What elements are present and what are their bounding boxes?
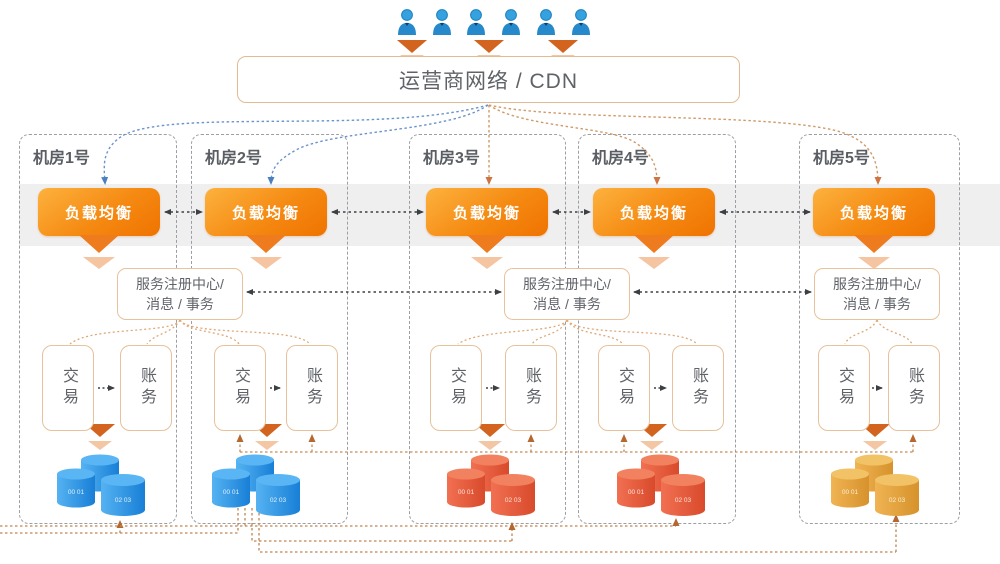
panel-title: 机房5号 — [813, 150, 870, 167]
db-cylinder-icon: 00 01 — [831, 468, 869, 508]
service-box-transaction: 交易 — [430, 345, 482, 431]
registry-label: 消息 / 事务 — [146, 296, 214, 312]
down-arrow-echo-icon — [83, 257, 115, 269]
db-shard-label: 00 01 — [842, 489, 859, 496]
callout-tail-icon — [246, 235, 286, 253]
panel-title: 机房4号 — [592, 150, 649, 167]
down-arrow-icon — [475, 424, 505, 437]
db-shard-label: 02 03 — [115, 497, 132, 504]
cdn-label: 运营商网络 / CDN — [399, 69, 578, 93]
load-balancer: 负载均衡 — [205, 188, 327, 236]
db-cluster: 00 01 02 03 — [831, 454, 919, 516]
service-label: 交易 — [616, 367, 633, 409]
load-balancer-label: 负载均衡 — [231, 204, 300, 222]
db-cylinder-icon: 00 01 — [57, 468, 95, 508]
down-arrow-echo-icon — [638, 257, 670, 269]
registry-label: 服务注册中心/ — [136, 275, 224, 292]
registry-label: 服务注册中心/ — [833, 275, 921, 292]
db-shard-label: 02 03 — [270, 497, 287, 504]
registry-label: 消息 / 事务 — [843, 296, 911, 312]
load-balancer: 负载均衡 — [813, 188, 935, 236]
load-balancer: 负载均衡 — [426, 188, 548, 236]
db-cluster: 00 01 02 03 — [447, 454, 535, 516]
user-icon — [433, 9, 451, 35]
load-balancer-label: 负载均衡 — [619, 204, 688, 222]
db-cluster: 00 01 02 03 — [57, 454, 145, 516]
callout-tail-icon — [854, 235, 894, 253]
down-arrow-echo-icon — [255, 441, 279, 450]
user-icon — [537, 9, 555, 35]
service-box-accounting: 账务 — [672, 345, 724, 431]
service-label: 账务 — [906, 367, 923, 409]
down-arrow-echo-icon — [863, 441, 887, 450]
service-box-accounting: 账务 — [120, 345, 172, 431]
db-shard-label: 02 03 — [505, 497, 522, 504]
registry-box: 服务注册中心/ 消息 / 事务 — [504, 268, 630, 320]
db-cylinder-icon: 02 03 — [491, 474, 535, 516]
down-arrow-echo-icon — [640, 441, 664, 450]
db-cylinder-icon: 02 03 — [661, 474, 705, 516]
service-label: 账务 — [523, 367, 540, 409]
service-box-accounting: 账务 — [505, 345, 557, 431]
down-arrow-echo-icon — [88, 441, 112, 450]
down-arrow-echo-icon — [858, 257, 890, 269]
db-cylinder-icon: 00 01 — [617, 468, 655, 508]
service-label: 交易 — [836, 367, 853, 409]
user-icon — [467, 9, 485, 35]
down-arrow-icon — [85, 424, 115, 437]
service-box-accounting: 账务 — [286, 345, 338, 431]
load-balancer-label: 负载均衡 — [839, 204, 908, 222]
user-icon — [572, 9, 590, 35]
service-box-transaction: 交易 — [598, 345, 650, 431]
down-arrow-echo-icon — [250, 257, 282, 269]
registry-label: 消息 / 事务 — [533, 296, 601, 312]
service-label: 账务 — [304, 367, 321, 409]
user-icon — [398, 9, 416, 35]
db-cylinder-icon: 02 03 — [101, 474, 145, 516]
registry-box: 服务注册中心/ 消息 / 事务 — [814, 268, 940, 320]
service-label: 账务 — [138, 367, 155, 409]
load-balancer-label: 负载均衡 — [452, 204, 521, 222]
db-cluster: 00 01 02 03 — [617, 454, 705, 516]
callout-tail-icon — [634, 235, 674, 253]
service-label: 交易 — [448, 367, 465, 409]
callout-tail-icon — [79, 235, 119, 253]
down-arrow-echo-icon — [471, 257, 503, 269]
db-cylinder-icon: 02 03 — [875, 474, 919, 516]
db-shard-label: 00 01 — [458, 489, 475, 496]
service-label: 账务 — [690, 367, 707, 409]
service-label: 交易 — [232, 367, 249, 409]
db-cluster: 00 01 02 03 — [212, 454, 300, 516]
db-shard-label: 02 03 — [889, 497, 906, 504]
down-arrow-echo-icon — [478, 441, 502, 450]
down-arrow-icon — [397, 40, 427, 53]
db-shard-label: 00 01 — [628, 489, 645, 496]
callout-tail-icon — [467, 235, 507, 253]
panel-title: 机房3号 — [423, 150, 480, 167]
cdn-box: 运营商网络 / CDN — [237, 56, 740, 103]
service-box-transaction: 交易 — [214, 345, 266, 431]
down-arrow-icon — [548, 40, 578, 53]
service-label: 交易 — [60, 367, 77, 409]
load-balancer: 负载均衡 — [593, 188, 715, 236]
load-balancer: 负载均衡 — [38, 188, 160, 236]
panel-title: 机房2号 — [205, 150, 262, 167]
service-box-transaction: 交易 — [42, 345, 94, 431]
service-box-transaction: 交易 — [818, 345, 870, 431]
user-icon — [502, 9, 520, 35]
db-shard-label: 00 01 — [68, 489, 85, 496]
db-cylinder-icon: 00 01 — [447, 468, 485, 508]
registry-box: 服务注册中心/ 消息 / 事务 — [117, 268, 243, 320]
service-box-accounting: 账务 — [888, 345, 940, 431]
db-cylinder-icon: 00 01 — [212, 468, 250, 508]
db-cylinder-icon: 02 03 — [256, 474, 300, 516]
db-shard-label: 02 03 — [675, 497, 692, 504]
load-balancer-label: 负载均衡 — [64, 204, 133, 222]
db-shard-label: 00 01 — [223, 489, 240, 496]
registry-label: 服务注册中心/ — [523, 275, 611, 292]
panel-title: 机房1号 — [33, 150, 90, 167]
down-arrow-icon — [474, 40, 504, 53]
